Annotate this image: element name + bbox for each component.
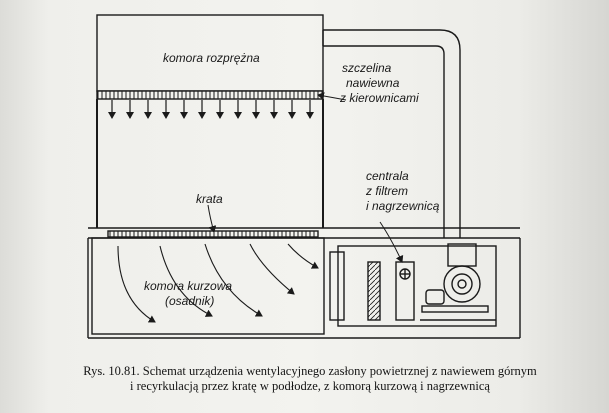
label-slot-line1: szczelina [342, 61, 392, 75]
floor-grate [107, 230, 319, 238]
dust-chamber [91, 237, 325, 335]
caption-line1: Rys. 10.81. Schemat urządzenia wentylacy… [83, 364, 537, 378]
label-grate: krata [196, 192, 223, 206]
label-expansion-chamber: komora rozprężna [163, 51, 260, 65]
heater [395, 261, 415, 321]
grate-leader [207, 204, 217, 233]
fan [443, 265, 481, 303]
air-handling-unit [337, 245, 497, 327]
label-slot-line2: nawiewna [346, 76, 400, 90]
downflow-arrows [108, 100, 314, 119]
label-dust-chamber-line1: komora kurzowa [144, 279, 232, 293]
label-unit-line3: i nagrzewnicą [366, 199, 440, 213]
caption-line2: i recyrkulacją przez kratę w podłodze, z… [130, 379, 490, 393]
label-slot-line3: z kierownicami [339, 91, 419, 105]
figure-caption: Rys. 10.81. Schemat urządzenia wentylacy… [40, 364, 580, 394]
supply-slot-vanes [96, 90, 324, 100]
motor [425, 289, 445, 305]
label-unit-line1: centrala [366, 169, 409, 183]
unit-leader [379, 221, 404, 263]
supply-duct [323, 29, 461, 238]
recirculation-arrows [117, 243, 319, 323]
label-dust-chamber-line2: (osadnik) [165, 294, 214, 308]
slot-leader [317, 92, 347, 101]
filter [367, 261, 381, 321]
label-unit-line2: z filtrem [365, 184, 408, 198]
